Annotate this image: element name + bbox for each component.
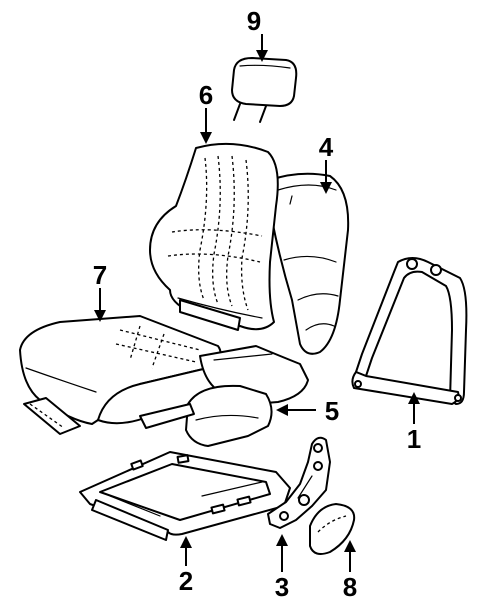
svg-text:3: 3 bbox=[275, 572, 289, 602]
svg-text:9: 9 bbox=[247, 6, 261, 36]
callout-2: 2 bbox=[179, 536, 193, 596]
part-seat-frame bbox=[79, 451, 291, 541]
svg-text:5: 5 bbox=[325, 396, 339, 426]
callout-7: 7 bbox=[93, 260, 107, 322]
part-recliner-handle bbox=[309, 503, 356, 555]
svg-text:4: 4 bbox=[319, 132, 334, 162]
callout-5: 5 bbox=[276, 396, 339, 426]
part-center-trim-panel bbox=[139, 345, 309, 447]
part-headrest bbox=[231, 57, 298, 123]
part-seat-cushion bbox=[19, 315, 228, 435]
part-seatback-cover bbox=[149, 142, 279, 331]
svg-text:2: 2 bbox=[179, 566, 193, 596]
callout-4: 4 bbox=[319, 132, 334, 194]
svg-text:7: 7 bbox=[93, 260, 107, 290]
svg-text:8: 8 bbox=[343, 572, 357, 602]
callout-9: 9 bbox=[247, 6, 268, 62]
svg-text:1: 1 bbox=[407, 424, 421, 454]
part-seatback-frame bbox=[351, 257, 468, 405]
part-seatback-rear-panel bbox=[269, 172, 350, 355]
callout-8: 8 bbox=[343, 540, 357, 602]
callout-1: 1 bbox=[407, 392, 421, 454]
svg-text:6: 6 bbox=[199, 80, 213, 110]
callout-6: 6 bbox=[199, 80, 213, 144]
part-recliner-bracket bbox=[267, 436, 331, 529]
callout-3: 3 bbox=[275, 534, 289, 602]
